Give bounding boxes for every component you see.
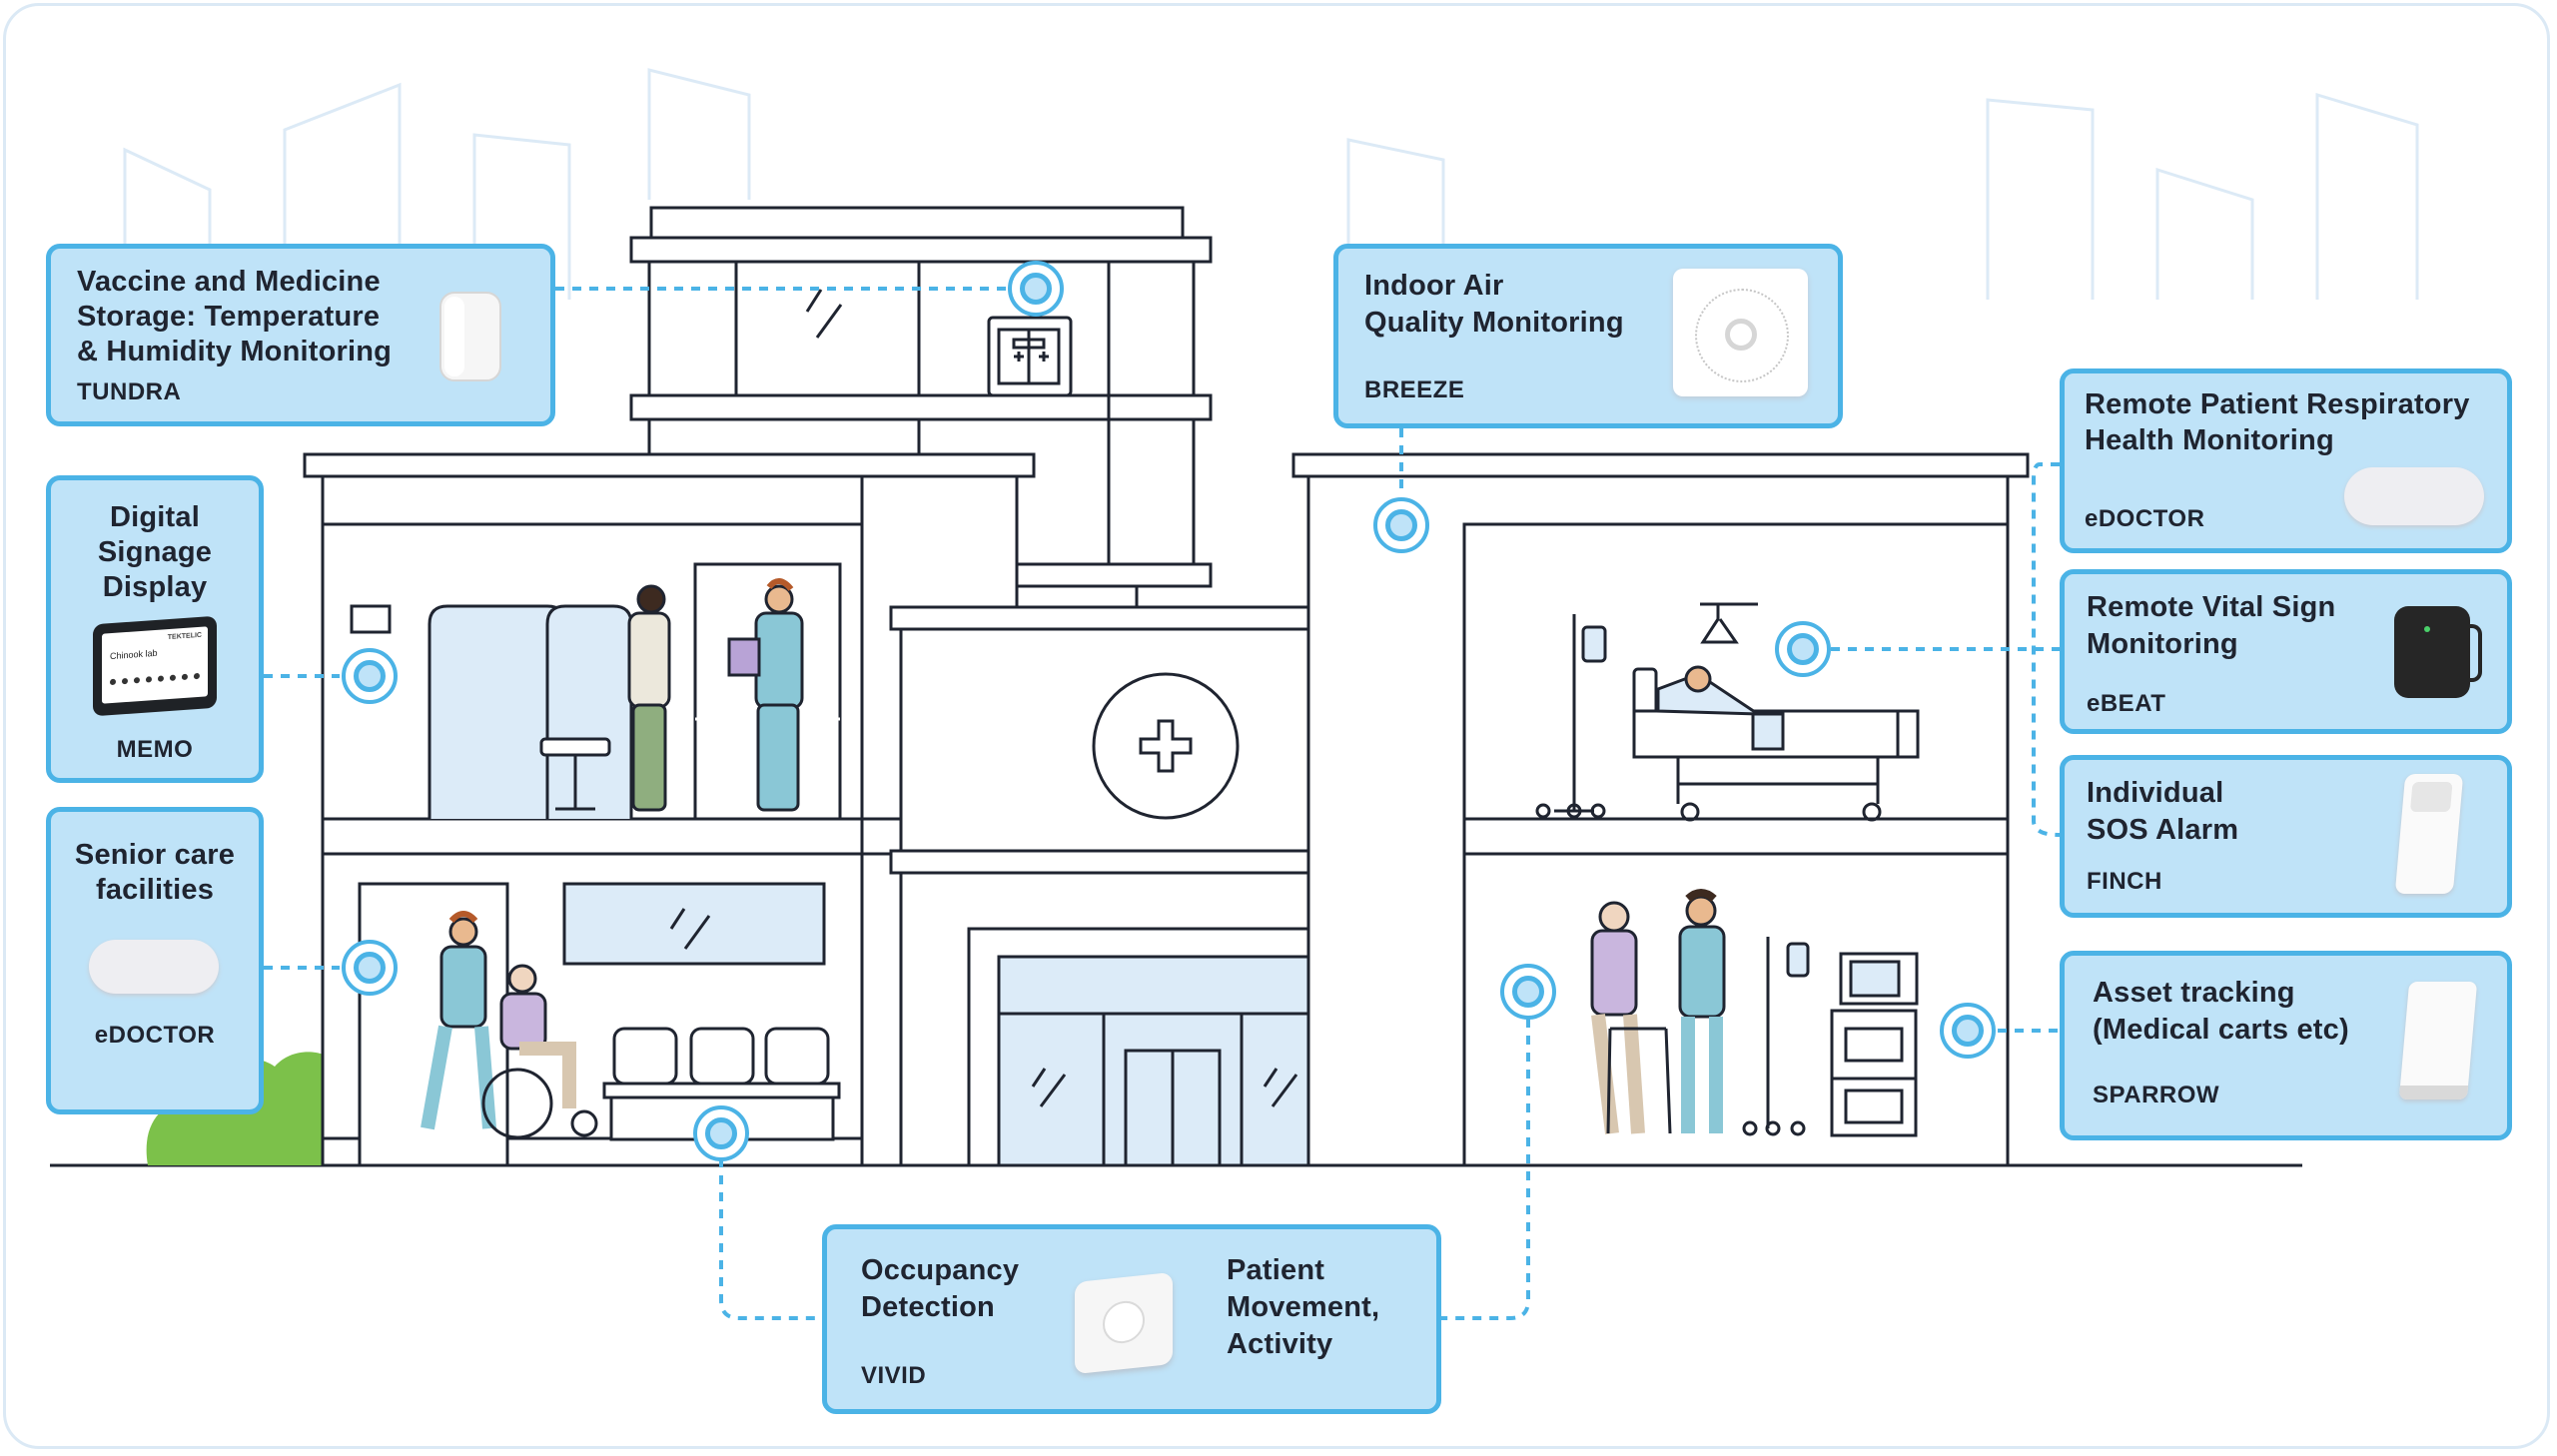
sensor-location-ring (705, 1117, 737, 1149)
sparrow-device-name: SPARROW (2093, 1082, 2220, 1108)
card-ebeat[interactable]: Remote Vital Sign Monitoring eBEAT (2060, 569, 2512, 734)
finch-title-line1: Individual (2087, 777, 2224, 809)
edoctor-title-line2: Health Monitoring (2085, 424, 2334, 456)
card-tundra[interactable]: Vaccine and Medicine Storage: Temperatur… (46, 244, 555, 426)
wearable-strap (2466, 624, 2482, 682)
motion-sensor-icon (1075, 1271, 1173, 1375)
tundra-device-name: TUNDRA (77, 378, 182, 405)
motion-sensor-lens (1103, 1298, 1145, 1346)
sensor-location-icon (693, 1105, 749, 1161)
sparrow-title-line2: (Medical carts etc) (2093, 1014, 2349, 1046)
senior-title-line2: facilities (95, 874, 215, 906)
sensor-cube-icon (439, 292, 501, 381)
memo-title-line3: Display (102, 571, 208, 603)
medical-cross-icon (1092, 672, 1240, 820)
signage-display-icon: TEKTELIC Chinook lab (93, 615, 217, 717)
breeze-title-line1: Indoor Air (1364, 270, 1504, 302)
vivid-right-line1: Patient (1227, 1254, 1325, 1286)
sparrow-title-line1: Asset tracking (2093, 977, 2295, 1009)
card-vivid[interactable]: Occupancy Detection VIVID Patient Moveme… (822, 1224, 1441, 1414)
memo-device-name: MEMO (116, 736, 194, 763)
signage-screen: TEKTELIC Chinook lab (102, 626, 208, 704)
ebeat-title-line2: Monitoring (2087, 628, 2238, 660)
sensor-location-ring (1512, 976, 1544, 1008)
finch-device-name: FINCH (2087, 868, 2162, 895)
sensor-location-ring (1787, 633, 1819, 665)
sos-button-icon (2394, 774, 2464, 894)
senior-title-line1: Senior care (74, 839, 236, 871)
sensor-location-ring (1020, 273, 1052, 305)
sensor-location-ring (1952, 1015, 1984, 1047)
finch-title-line2: SOS Alarm (2087, 814, 2239, 846)
tundra-title-line1: Vaccine and Medicine (77, 266, 381, 298)
diagram-frame (3, 3, 2550, 1449)
card-sparrow[interactable]: Asset tracking (Medical carts etc) SPARR… (2060, 951, 2512, 1140)
edoctor-device-name: eDOCTOR (2085, 505, 2205, 532)
wearable-led (2424, 626, 2430, 632)
ebeat-device-name: eBEAT (2087, 690, 2166, 717)
signage-brand: TEKTELIC (167, 631, 202, 642)
vivid-device-name: VIVID (861, 1362, 927, 1389)
sensor-location-icon (342, 648, 398, 704)
memo-title-line2: Signage (97, 536, 213, 568)
asset-tracker-icon (2398, 982, 2478, 1099)
vivid-title-line2: Detection (861, 1291, 995, 1323)
card-senior-care[interactable]: Senior care facilities eDOCTOR (46, 807, 264, 1114)
card-finch[interactable]: Individual SOS Alarm FINCH (2060, 755, 2512, 918)
wearable-device-icon (2394, 606, 2482, 698)
sensor-location-icon (1775, 621, 1831, 677)
air-sensor-icon (1673, 269, 1808, 396)
air-sensor-dial (1725, 319, 1757, 351)
signage-label: Chinook lab (110, 647, 158, 662)
hospital-building-icon (303, 206, 2030, 1167)
senior-device-name: eDOCTOR (94, 1022, 216, 1049)
sos-button-top (2409, 782, 2453, 812)
air-sensor-grille (1695, 289, 1789, 382)
card-breeze[interactable]: Indoor Air Quality Monitoring BREEZE (1333, 244, 1843, 428)
breeze-device-name: BREEZE (1364, 376, 1465, 403)
sensor-location-ring (354, 952, 386, 984)
tundra-title-line2: Storage: Temperature (77, 301, 381, 333)
sensor-location-ring (354, 660, 386, 692)
sensor-location-icon (1940, 1003, 1996, 1059)
sensor-location-ring (1385, 509, 1417, 541)
sensor-location-icon (1500, 964, 1556, 1020)
asset-tracker-base (2398, 1086, 2469, 1099)
breeze-title-line2: Quality Monitoring (1364, 307, 1624, 339)
edoctor-device-icon (2344, 467, 2484, 525)
vivid-title-line1: Occupancy (861, 1254, 1020, 1286)
card-edoctor[interactable]: Remote Patient Respiratory Health Monito… (2060, 368, 2512, 553)
card-memo[interactable]: Digital Signage Display TEKTELIC Chinook… (46, 475, 264, 783)
ebeat-title-line1: Remote Vital Sign (2087, 591, 2336, 623)
edoctor-title-line1: Remote Patient Respiratory (2085, 388, 2470, 420)
connector-lines (264, 287, 2061, 1320)
edoctor-device-icon (89, 940, 219, 994)
sensor-location-icon (1008, 261, 1064, 317)
memo-title-line1: Digital (109, 501, 200, 533)
tundra-title-line3: & Humidity Monitoring (77, 336, 393, 367)
sensor-location-icon (342, 940, 398, 996)
vivid-right-line3: Activity (1227, 1328, 1333, 1360)
sensor-location-icon (1373, 497, 1429, 553)
vivid-right-line2: Movement, (1227, 1291, 1380, 1323)
signage-icons (110, 672, 200, 694)
